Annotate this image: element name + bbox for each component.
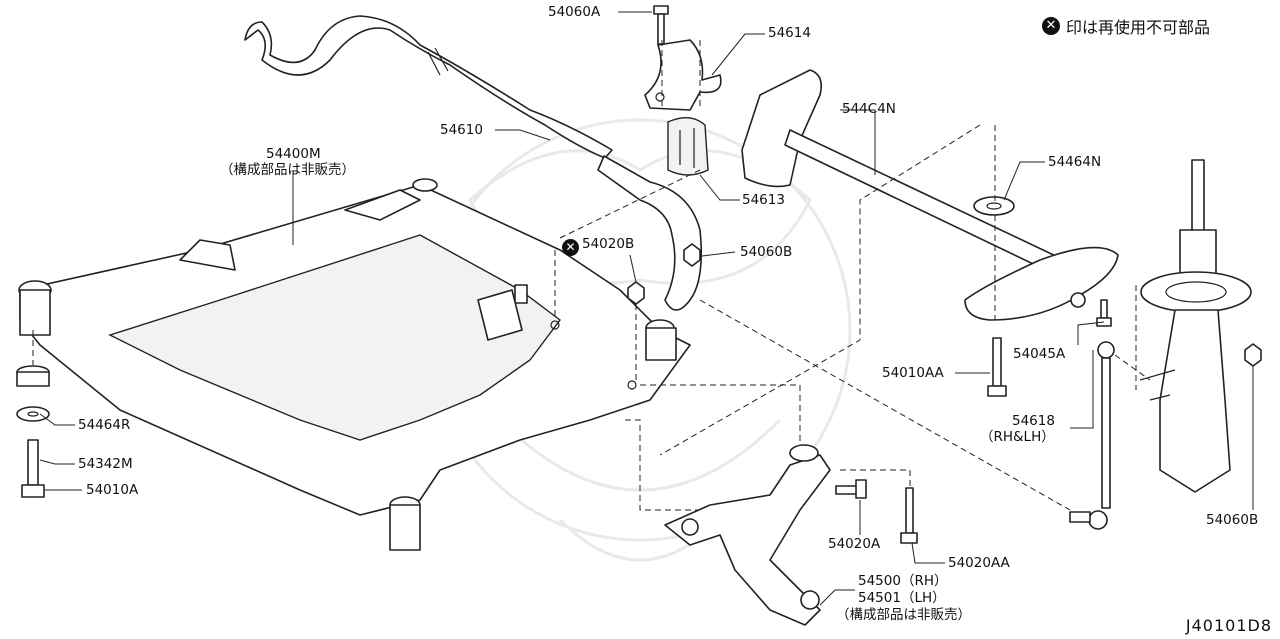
- bolt-54010AA: [987, 337, 1007, 397]
- label-54010AA: 54010AA: [882, 365, 944, 381]
- strut-assembly: [1139, 159, 1252, 493]
- label-54020B: ✕54020B: [562, 236, 635, 256]
- label-544C4N: 544C4N: [842, 101, 896, 117]
- bolt-54020A: [835, 479, 867, 499]
- stabilizer-clamp: [644, 39, 722, 111]
- label-54464N: 54464N: [1048, 154, 1102, 170]
- label-54501: 54501（LH）: [858, 590, 946, 606]
- label-54342M: 54342M: [78, 456, 133, 472]
- label-54045A: 54045A: [1013, 346, 1066, 362]
- nut-54060B-top: [683, 243, 701, 267]
- bolt-54020AA: [900, 487, 918, 544]
- label-54060B-right: 54060B: [1206, 512, 1259, 528]
- x-circle-icon: ✕: [1042, 17, 1060, 35]
- stabilizer-bushing: [667, 117, 709, 176]
- label-54618-note: （RH&LH）: [980, 429, 1055, 445]
- label-54400M-note: （構成部品は非販売）: [220, 162, 355, 178]
- label-54500-note: （構成部品は非販売）: [836, 607, 971, 623]
- label-54500: 54500（RH）: [858, 573, 948, 589]
- lower-control-arm: [664, 444, 831, 626]
- stabilizer-bar: [244, 15, 703, 311]
- nut-54060B-right: [1244, 343, 1262, 367]
- label-54464R: 54464R: [78, 417, 131, 433]
- label-54613: 54613: [742, 192, 785, 208]
- stabilizer-link: [1069, 341, 1115, 530]
- diagram-code: J40101D8: [1185, 616, 1272, 635]
- label-54618: 54618: [1012, 413, 1055, 429]
- x-circle-icon: ✕: [562, 239, 579, 256]
- leader-lines: [39, 11, 1254, 606]
- subframe-mount-stack: [16, 365, 50, 498]
- washer-54464N: [973, 196, 1015, 216]
- label-54060A: 54060A: [548, 4, 601, 20]
- label-54020AA: 54020AA: [948, 555, 1010, 571]
- label-54400M: 54400M: [266, 146, 321, 162]
- label-54010A: 54010A: [86, 482, 139, 498]
- assembly-guides: [32, 40, 1151, 511]
- label-54610: 54610: [440, 122, 483, 138]
- bolt-54060A: [653, 5, 669, 45]
- legend-note-text: 印は再使用不可部品: [1066, 18, 1211, 37]
- crossmember-544C4N: [741, 69, 1119, 321]
- label-54020B-text: 54020B: [582, 236, 635, 252]
- subframe-54400M: [18, 178, 691, 551]
- legend-note: ✕ 印は再使用不可部品: [1042, 14, 1210, 38]
- label-54060B-top: 54060B: [740, 244, 793, 260]
- label-54614: 54614: [768, 25, 811, 41]
- label-54020A: 54020A: [828, 536, 881, 552]
